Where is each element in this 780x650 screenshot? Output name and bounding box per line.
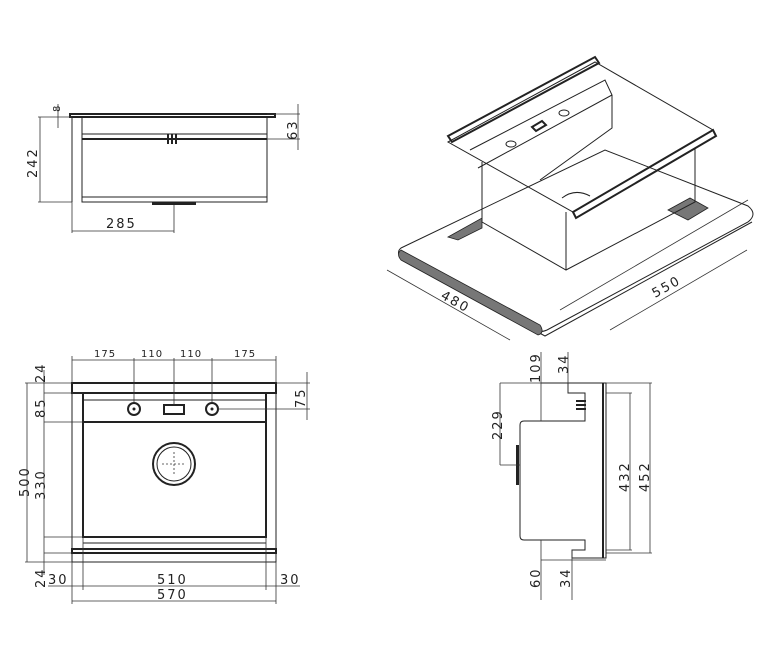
dim-8: 8 — [52, 105, 63, 112]
dim-242: 242 — [26, 147, 41, 178]
sink-rim — [446, 61, 714, 213]
dim-500: 500 — [18, 466, 33, 497]
dim-510: 510 — [157, 573, 188, 588]
dim-229: 229 — [491, 409, 506, 440]
side-body — [81, 116, 268, 203]
overflow-slot-icon — [530, 119, 548, 133]
tap-hole-icon — [558, 109, 570, 117]
dim-109: 109 — [529, 352, 544, 383]
overflow-slot-icon — [163, 404, 185, 415]
dim-110-right: 110 — [180, 349, 202, 360]
dim-30-right: 30 — [280, 573, 301, 588]
dim-432: 432 — [618, 461, 633, 492]
dim-330: 330 — [34, 469, 49, 500]
dim-75: 75 — [294, 387, 309, 408]
dim-60: 60 — [529, 567, 544, 588]
dim-24-bottom: 24 — [34, 567, 49, 588]
dim-110-left: 110 — [141, 349, 163, 360]
dim-63: 63 — [286, 119, 301, 140]
top-view: 175 110 110 175 500 24 85 330 24 75 30 5… — [18, 349, 310, 604]
bottom-rim — [71, 548, 277, 554]
dim-175-left: 175 — [94, 349, 116, 360]
dim-285: 285 — [106, 217, 137, 232]
dim-175-right: 175 — [234, 349, 256, 360]
overflow-icon — [576, 400, 586, 410]
side-view: 242 8 63 285 — [26, 104, 301, 233]
overflow-icon — [167, 134, 177, 144]
drain-icon — [561, 192, 591, 199]
dim-34-bottom: 34 — [559, 567, 574, 588]
dim-24-top: 24 — [34, 362, 49, 383]
dim-452: 452 — [638, 461, 653, 492]
section-view: 229 109 34 432 452 60 34 — [491, 352, 653, 600]
isometric-view: 480 550 — [386, 55, 754, 341]
tap-hole-icon — [505, 140, 517, 148]
dim-30-left: 30 — [48, 573, 69, 588]
drain-outlet — [152, 202, 196, 205]
dim-570: 570 — [157, 588, 188, 603]
dim-85: 85 — [34, 397, 49, 418]
dim-34-top: 34 — [557, 353, 572, 374]
drain-icon — [152, 442, 196, 486]
